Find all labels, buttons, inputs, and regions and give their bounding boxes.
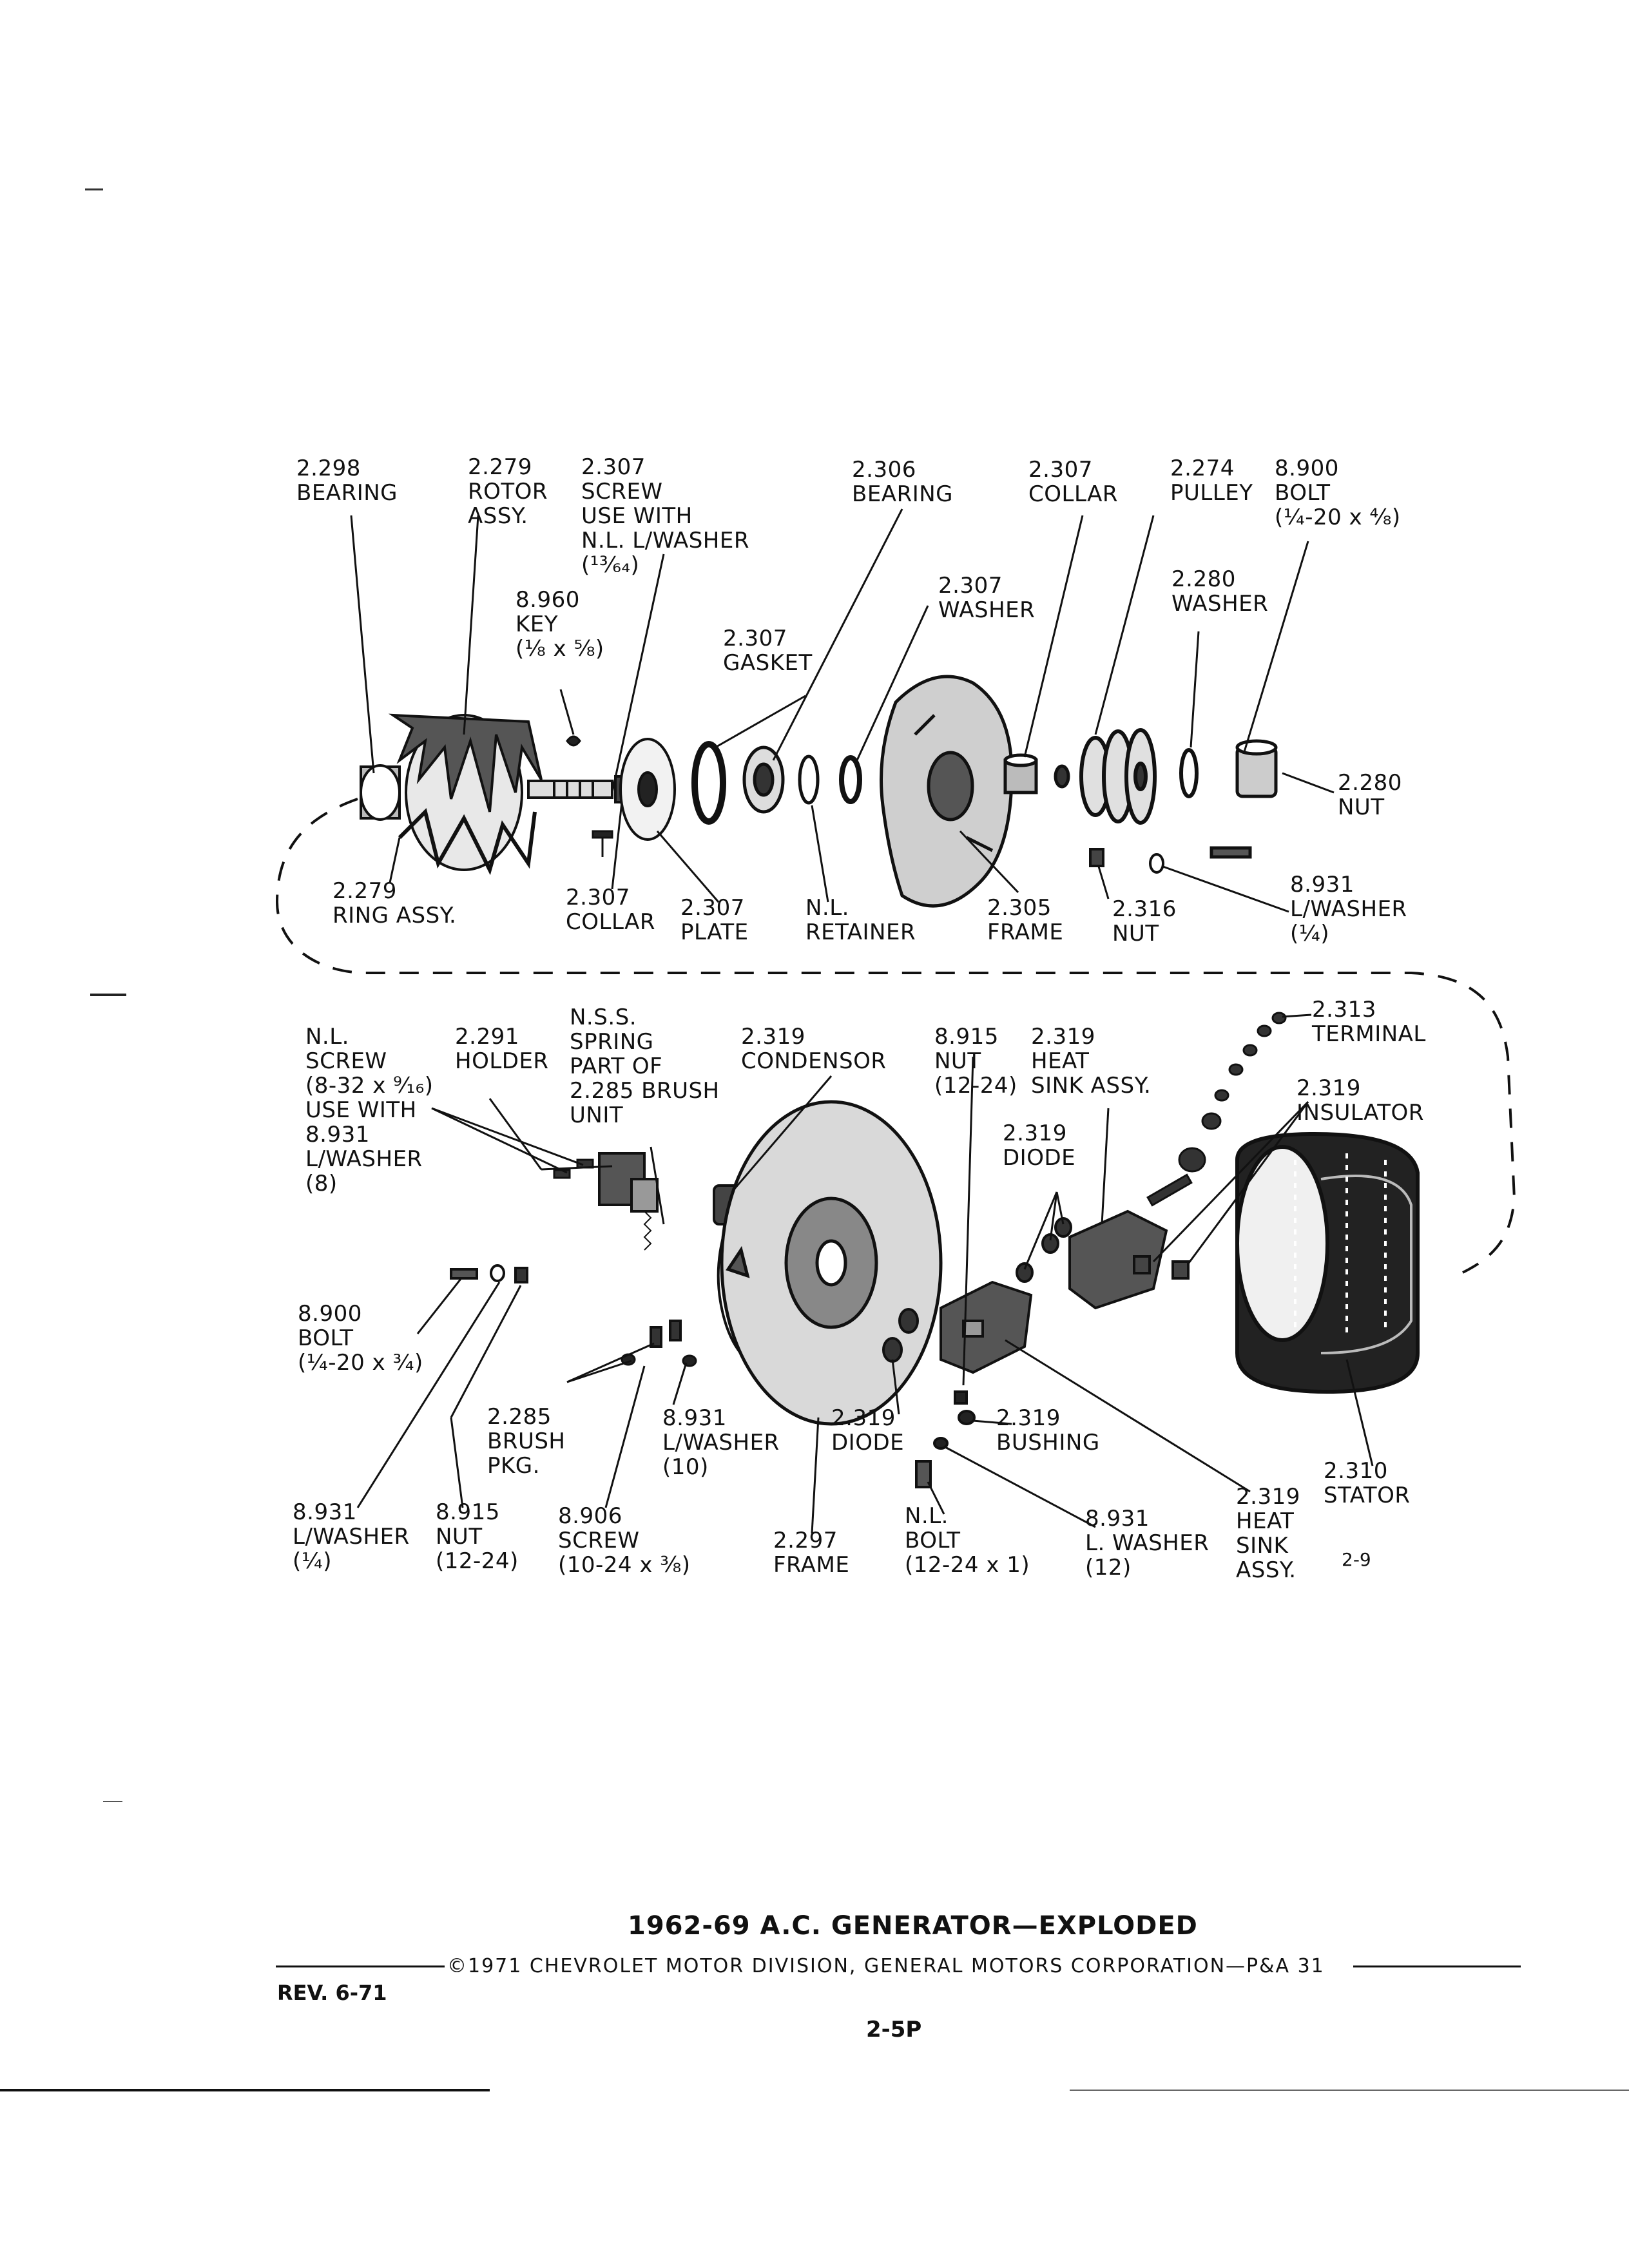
label-bushing-2319: 2.319 BUSHING [996,1405,1100,1456]
rotor-assembly [360,713,613,876]
washer-part [839,755,862,804]
label-holder-2291: 2.291 HOLDER [455,1024,549,1074]
label-lwasher-8931-12: 8.931 L. WASHER (12) [1085,1506,1210,1581]
label-retainer-nl: N.L. RETAINER [805,895,916,945]
rear-frame-part [720,1100,943,1426]
collar-part-2 [1003,753,1038,794]
label-lwasher-8931-top: 8.931 L/WASHER (¼) [1290,872,1407,947]
label-screw-2307: 2.307 SCREW USE WITH N.L. L/WASHER (¹³⁄₆… [581,454,749,578]
label-nut-2280: 2.280 NUT [1338,770,1402,820]
gasket-part [691,741,726,825]
pulley-part [1079,728,1157,825]
insulator-part [1133,1255,1190,1280]
label-insulator-2319: 2.319 INSULATOR [1296,1075,1424,1126]
label-pulley-2274: 2.274 PULLEY [1170,456,1253,506]
label-spring-nss: N.S.S. SPRING PART OF 2.285 BRUSH UNIT [570,1004,720,1128]
front-frame-part [880,675,1014,908]
retainer-part [798,754,820,805]
key-part [566,735,581,747]
bearing-part [742,745,785,814]
label-heat-sink-2319-top: 2.319 HEAT SINK ASSY. [1031,1024,1152,1099]
figure-number: 2-9 [1342,1549,1371,1570]
nut-part [1235,739,1278,798]
plate-part [619,738,676,841]
label-nut-2316: 2.316 NUT [1112,896,1177,947]
dashed-connection-path [275,798,1516,1274]
label-screw-8906: 8.906 SCREW (10-24 x ⅜) [558,1503,691,1578]
heat-sink-bolt [915,1460,932,1488]
nut-part-low [514,1267,528,1283]
leader-lines [350,508,1374,1534]
label-plate-2307: 2.307 PLATE [680,895,749,945]
label-diode-2319-top: 2.319 DIODE [1003,1120,1076,1171]
label-screw-nl: N.L. SCREW (8-32 x ⁹⁄₁₆) USE WITH 8.931 … [305,1024,434,1196]
label-terminal-2313: 2.313 TERMINAL [1312,997,1426,1047]
spring-part [643,1211,652,1251]
heat-sink-part-low [940,1280,1033,1374]
terminal-part [1146,1012,1287,1207]
diode-part-top [1016,1217,1072,1283]
frame-lwasher-part [1149,853,1164,874]
heat-sink-part-top [1068,1209,1168,1310]
label-heat-sink-2319-low: 2.319 HEAT SINK ASSY. [1236,1484,1300,1583]
revision-label: REV. 6-71 [277,1981,387,2005]
label-frame-2297: 2.297 FRAME [773,1528,850,1578]
page-number: 2-5P [866,2017,922,2042]
small-washer-part [1054,764,1070,789]
label-rotor-assy-2279: 2.279 ROTOR ASSY. [468,454,548,529]
frame-nut-part [1089,848,1104,867]
page-title: 1962-69 A.C. GENERATOR—EXPLODED [628,1911,1198,1941]
label-condensor-2319: 2.319 CONDENSOR [741,1024,887,1074]
heatsink-nut [954,1390,968,1405]
label-bolt-8900-low: 8.900 BOLT (¼-20 x ¾) [298,1301,423,1376]
label-gasket-2307: 2.307 GASKET [723,626,813,676]
label-brush-pkg-2285: 2.285 BRUSH PKG. [487,1404,566,1479]
bushing-part [958,1410,976,1425]
lwasher-12-part [933,1437,949,1450]
label-diode-2319-low: 2.319 DIODE [831,1405,905,1456]
small-screw-part [592,830,613,857]
label-bolt-8900-top: 8.900 BOLT (¼-20 x ⁴⁄₈) [1275,456,1401,530]
label-stator-2310: 2.310 STATOR [1324,1458,1411,1508]
label-bolt-nl: N.L. BOLT (12-24 x 1) [905,1503,1030,1578]
diode-part-low [882,1308,919,1363]
stator-part [1235,1131,1420,1394]
label-washer-2280: 2.280 WASHER [1171,566,1269,617]
label-ring-assy-2279: 2.279 RING ASSY. [333,878,457,928]
label-bearing-2306: 2.306 BEARING [852,457,953,507]
copyright-line: ©1971 CHEVROLET MOTOR DIVISION, GENERAL … [447,1955,1325,1977]
bolt-part [1210,846,1252,859]
label-bearing-2298: 2.298 BEARING [296,456,398,506]
label-lwasher-8931-mid: 8.931 L/WASHER (10) [662,1405,780,1480]
label-washer-2307: 2.307 WASHER [938,573,1036,623]
label-collar-2307-top: 2.307 COLLAR [1028,457,1119,507]
label-lwasher-8931-low: 8.931 L/WASHER (¼) [293,1499,410,1574]
label-frame-2305: 2.305 FRAME [987,895,1064,945]
label-nut-8915-mid: 8.915 NUT (12-24) [934,1024,1017,1099]
lwasher-part-low [490,1264,505,1282]
label-nut-8915-low: 8.915 NUT (12-24) [436,1499,519,1574]
label-collar-2307-low: 2.307 COLLAR [566,885,656,935]
brush-package-part [650,1320,682,1348]
pulley-washer-part [1179,748,1199,798]
label-key-8960: 8.960 KEY (⅛ x ⅝) [516,587,604,662]
brush-holder-part [598,1152,659,1213]
bolt-part-low [450,1268,478,1280]
